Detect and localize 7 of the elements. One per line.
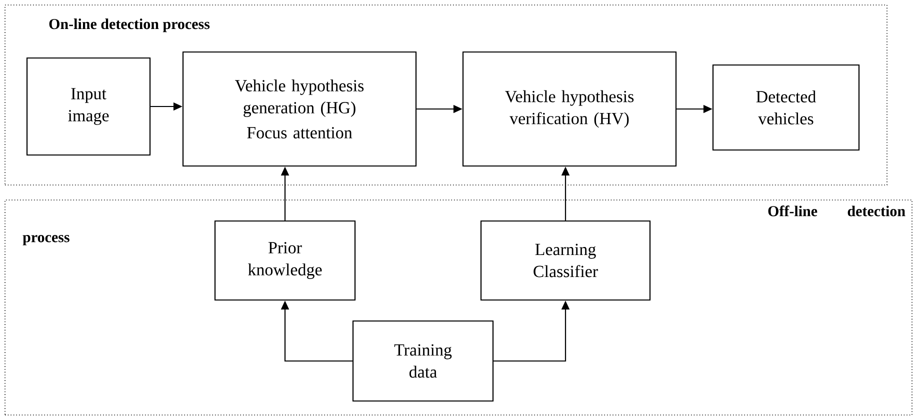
process-box: Learning Classifier [480,220,651,301]
process-box: Detected vehicles [712,64,860,151]
process-box: Prior knowledge [214,220,356,301]
process-box: Vehicle hypothesis generation (HG) Focus attention [182,51,417,167]
process-box: Input image [26,57,151,156]
process-box: Training data [352,320,494,402]
process-box: Vehicle hypothesis verification (HV) [462,51,677,167]
